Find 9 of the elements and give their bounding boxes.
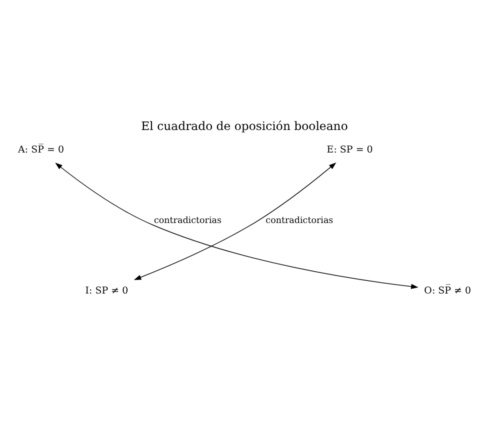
- arrow: [55, 162, 418, 289]
- arrow: [134, 162, 336, 280]
- node-text: E: SP = 0: [326, 144, 373, 156]
- edge-label: contradictorias: [266, 215, 334, 226]
- diagram-title: El cuadrado de oposición booleano: [141, 118, 348, 133]
- node-text: I: SP ≠ 0: [85, 284, 128, 296]
- node-text: A: SP̅ = 0: [18, 144, 64, 156]
- edge-label: contradictorias: [154, 215, 222, 226]
- node-text: O: SP̅ ≠ 0: [424, 284, 472, 296]
